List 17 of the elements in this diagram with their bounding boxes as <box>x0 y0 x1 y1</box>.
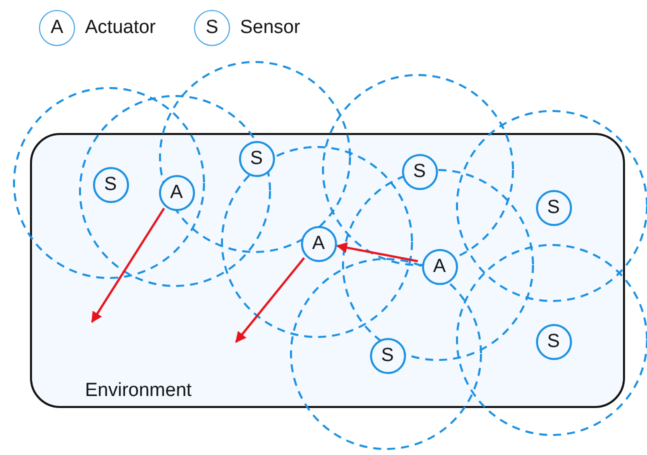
actuator-node: A <box>422 248 458 284</box>
legend-symbol: A <box>39 10 75 46</box>
sensor-node: S <box>92 166 128 202</box>
box-label: Environment <box>85 380 192 402</box>
environment-box <box>30 133 625 408</box>
sensor-node: S <box>402 154 438 190</box>
sensor-node: S <box>536 190 572 226</box>
arrow <box>235 257 305 343</box>
legend-label: Actuator <box>85 17 156 39</box>
legend-symbol: S <box>194 10 230 46</box>
actuator-node: A <box>300 226 336 262</box>
sensor-node: S <box>536 324 572 360</box>
sensor-node: S <box>238 140 274 176</box>
legend-label: Sensor <box>240 17 300 39</box>
sensor-node: S <box>370 338 406 374</box>
arrow <box>91 208 165 323</box>
actuator-node: A <box>158 174 194 210</box>
